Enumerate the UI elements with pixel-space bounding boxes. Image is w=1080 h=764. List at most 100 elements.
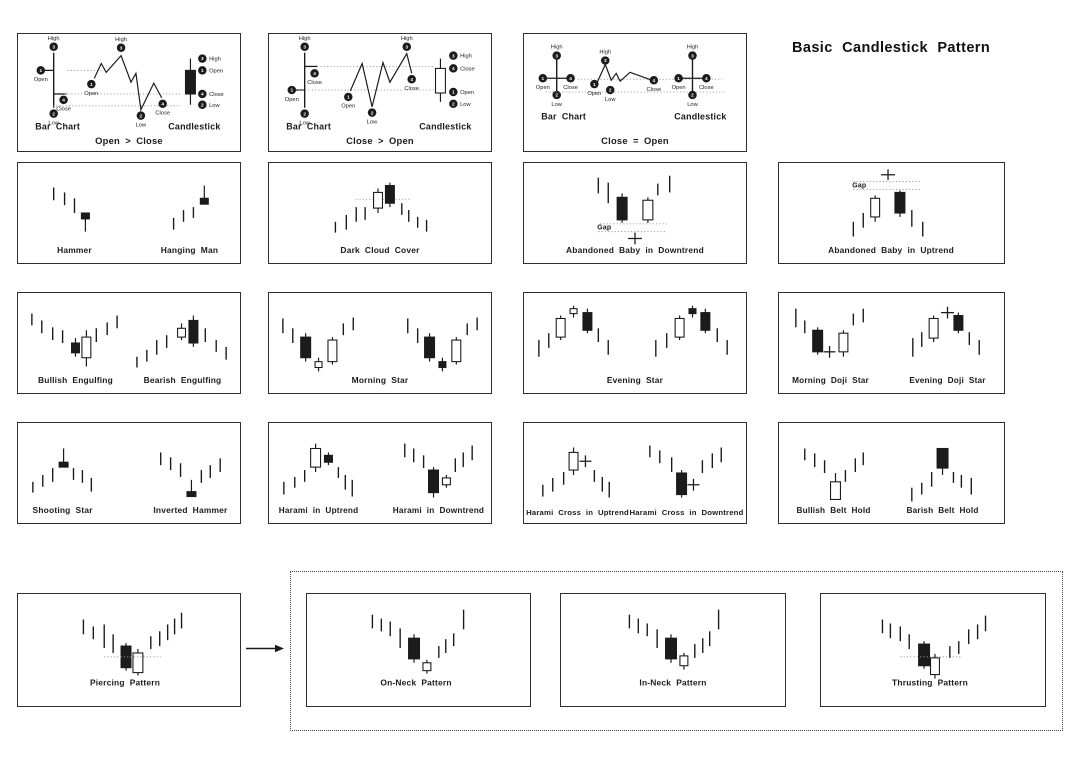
pattern-label: Open > Close xyxy=(95,136,163,146)
candle-body-black xyxy=(300,336,312,359)
pattern-label: Close = Open xyxy=(601,136,669,146)
candle-body-black xyxy=(700,312,711,331)
marker-label: Open xyxy=(285,97,299,103)
candle-body-white xyxy=(310,447,322,468)
number-marker xyxy=(566,74,575,83)
candle-body-white xyxy=(928,317,939,339)
candle-body-black xyxy=(58,461,69,468)
number-marker-text: 4 xyxy=(452,66,455,72)
marker-label: High xyxy=(551,45,563,51)
number-marker xyxy=(87,79,96,89)
marker-label: High xyxy=(460,54,472,60)
number-marker xyxy=(49,109,58,118)
pattern-label: Candlestick xyxy=(168,121,220,131)
number-marker xyxy=(649,75,659,85)
number-marker-text: 4 xyxy=(161,101,164,107)
page-title: Basic Candlestick Pattern xyxy=(792,40,991,56)
number-marker-text: 4 xyxy=(201,92,204,98)
candle-body-black xyxy=(812,329,824,353)
pattern-label: Evening Star xyxy=(607,375,664,385)
pattern-label: Bar Chart xyxy=(541,112,586,122)
number-marker xyxy=(198,89,207,99)
number-marker-text: 3 xyxy=(303,44,306,50)
marker-label: Close xyxy=(307,80,322,86)
number-marker-text: 1 xyxy=(593,82,596,88)
number-marker-text: 1 xyxy=(290,88,293,94)
morning-evening-doji-star-figure: Morning Doji Star Evening Doji Star xyxy=(792,306,986,385)
number-marker xyxy=(702,74,711,83)
marker-label: Close xyxy=(56,107,71,113)
marker-label: Close xyxy=(460,66,475,72)
pattern-label: Abandoned Baby in Downtrend xyxy=(566,245,704,255)
number-marker-text: 3 xyxy=(604,58,607,64)
candle-body-black xyxy=(936,447,949,469)
number-marker-text: 3 xyxy=(405,44,408,50)
number-marker-text: 2 xyxy=(691,93,694,99)
candle-body-white xyxy=(177,327,187,338)
candle-body-white xyxy=(568,451,579,471)
marker-label: Low xyxy=(687,102,698,108)
candle-body-white xyxy=(81,336,92,359)
number-marker-text: 1 xyxy=(39,68,42,74)
number-marker xyxy=(198,66,207,75)
bar-vs-candle-close-eq-open-figure: 3High1Open4Close2Low1Open3High2Low4Close… xyxy=(536,45,727,146)
morning-star-panel: Morning Star xyxy=(268,292,492,394)
candle-body-black xyxy=(184,69,196,95)
pattern-label: Barish Belt Hold xyxy=(907,506,979,515)
marker-label: Open xyxy=(460,90,474,96)
number-marker-text: 4 xyxy=(313,71,316,77)
pattern-label: Bullish Engulfing xyxy=(38,375,113,385)
candle-body-white xyxy=(929,657,940,676)
number-marker xyxy=(59,95,68,105)
number-marker xyxy=(36,66,46,75)
candle-body-white xyxy=(838,332,849,353)
pattern-label: Evening Doji Star xyxy=(909,376,986,385)
number-marker xyxy=(688,90,697,100)
number-marker xyxy=(402,42,412,52)
marker-label: High xyxy=(299,36,311,42)
number-marker-text: 2 xyxy=(140,113,143,119)
marker-label: Close xyxy=(155,111,170,117)
number-marker xyxy=(449,99,458,109)
marker-label: Low xyxy=(367,119,378,125)
in-neck-pattern-figure: In-Neck Pattern xyxy=(628,609,720,687)
candle-body-white xyxy=(569,308,578,315)
candle-body-white xyxy=(642,199,654,221)
evening-star-panel: Evening Star xyxy=(523,292,747,394)
pattern-label: In-Neck Pattern xyxy=(639,677,706,687)
pattern-label: Shooting Star xyxy=(33,505,94,515)
candle-body-black xyxy=(953,315,964,331)
pattern-label: On-Neck Pattern xyxy=(380,677,451,687)
pattern-label: Dark Cloud Cover xyxy=(340,245,420,255)
arrow-right-icon xyxy=(246,644,284,653)
number-marker xyxy=(449,51,458,60)
bar-vs-candle-close-gt-open-figure: 3High4Close1Open2Low1Open2Low3High4Close… xyxy=(285,36,475,146)
candle-body-black xyxy=(665,637,678,660)
number-marker-text: 3 xyxy=(555,53,558,59)
number-marker xyxy=(605,85,615,95)
number-marker xyxy=(367,108,377,117)
marker-label: High xyxy=(209,57,221,63)
candle-body-white xyxy=(441,477,451,486)
number-marker-text: 4 xyxy=(62,98,65,104)
thrusting-pattern-figure: Thrusting Pattern xyxy=(881,615,987,687)
number-marker-text: 3 xyxy=(120,45,123,51)
number-marker-text: 2 xyxy=(452,101,455,107)
number-marker xyxy=(449,64,458,73)
pattern-label: Morning Doji Star xyxy=(792,376,869,385)
number-marker-text: 1 xyxy=(452,90,455,96)
marker-label: Low xyxy=(209,103,220,109)
marker-label: Close xyxy=(404,86,419,92)
candle-body-white xyxy=(829,481,841,501)
pattern-label: Harami Cross in Downtrend xyxy=(630,508,744,517)
marker-label: Low xyxy=(299,120,310,126)
